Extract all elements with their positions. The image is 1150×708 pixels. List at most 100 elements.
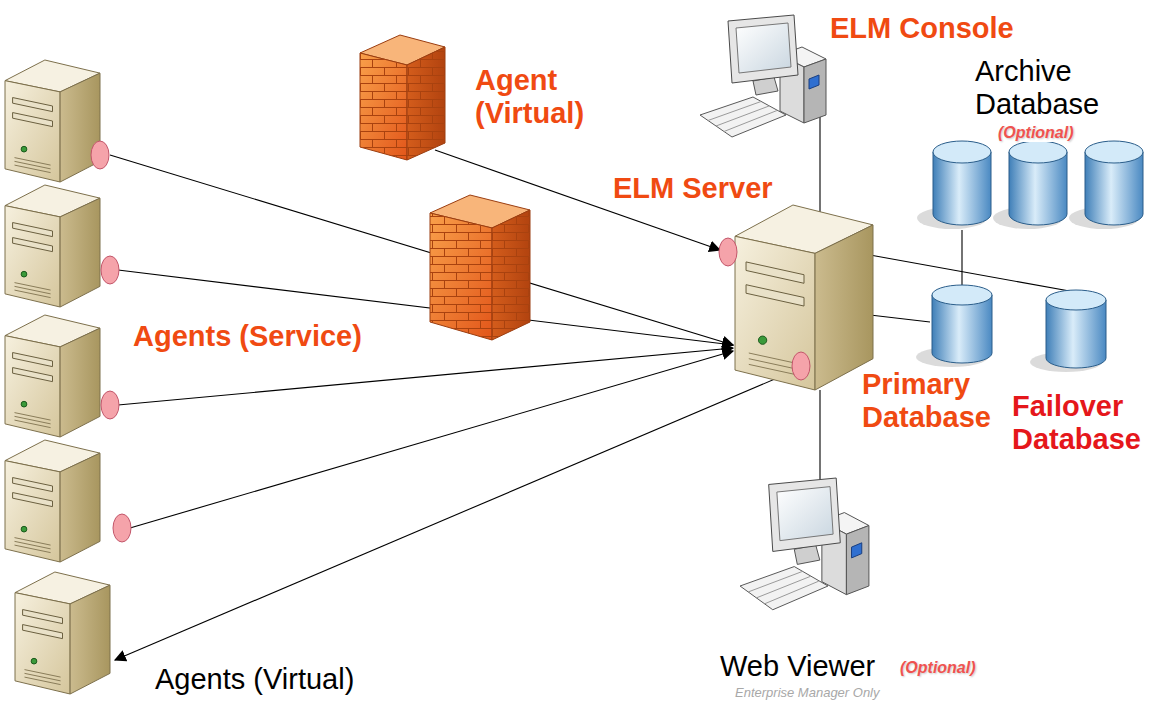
node-outline: [5, 185, 120, 310]
node-label: ELM Server: [613, 172, 773, 205]
drive-light: [809, 75, 819, 89]
node-outline: [5, 315, 120, 440]
vent-line: [25, 670, 61, 678]
agent-marker: [91, 141, 109, 169]
computer-icon: Web Viewer(Optional)Enterprise Manager O…: [738, 478, 873, 613]
key-row: [716, 106, 769, 126]
firewall-bricks: [430, 213, 492, 340]
database-cylinder: [916, 285, 992, 367]
database-group: [917, 141, 1143, 229]
node-label: Failover Database: [1012, 390, 1150, 457]
power-light: [21, 526, 27, 532]
power-light: [758, 336, 766, 344]
drive-bay: [746, 262, 804, 283]
node-label: Archive Database: [975, 55, 1115, 122]
server-icon: [719, 205, 873, 390]
server-side: [60, 453, 100, 562]
key-row: [756, 576, 810, 598]
node-label: Agents (Virtual): [155, 663, 354, 696]
drive-bay: [13, 113, 53, 127]
monitor-screen: [777, 487, 833, 541]
node-outline: [1040, 288, 1112, 373]
server-icon: [5, 60, 109, 182]
power-light: [21, 146, 27, 152]
node-outline: [928, 283, 996, 368]
database-cylinder: [1030, 290, 1106, 372]
firewall-icon: [360, 35, 445, 160]
node-label: Agent (Virtual): [475, 64, 605, 131]
drive-bay: [23, 625, 63, 639]
server-icon: [5, 440, 131, 562]
node-label: Agents (Service): [133, 320, 362, 353]
computer-icon: [740, 478, 869, 610]
vent-line: [15, 283, 51, 291]
computer-icon: ELM Console: [698, 15, 830, 140]
server-icon: [5, 440, 130, 565]
vent-line: [15, 545, 51, 553]
keyboard: [740, 567, 828, 610]
server-side: [60, 198, 100, 307]
firewall-bricks: [360, 53, 407, 160]
drive-bay: [13, 238, 53, 252]
connector-line: [870, 315, 930, 322]
server-icon: [5, 60, 120, 185]
vent-line: [15, 290, 51, 298]
vent-line: [15, 158, 51, 166]
drive-bay: [746, 285, 804, 306]
firewall-front: [360, 53, 407, 160]
server-front: [5, 461, 60, 562]
drive-bay: [13, 368, 53, 382]
cylinder-top: [1046, 290, 1106, 310]
connector-line: [819, 110, 820, 212]
node-label: ELM Console: [830, 12, 1014, 45]
server-side: [815, 225, 873, 390]
node-outline: [908, 140, 1145, 232]
key-row: [724, 111, 777, 132]
drive-bay: [13, 98, 53, 112]
vent-line: [15, 420, 51, 428]
vent-line: [15, 541, 51, 549]
drive-bay: [23, 610, 63, 624]
drive-bay: [13, 493, 53, 507]
footnote-label: Enterprise Manager Only: [735, 686, 880, 701]
node-outline: [738, 478, 873, 613]
agent-marker: [101, 256, 119, 284]
node-label: Web Viewer: [720, 650, 875, 683]
node-label: Primary Database: [862, 368, 1007, 435]
agent-marker: [101, 391, 119, 419]
server-front: [5, 81, 60, 182]
firewall-side: [407, 47, 445, 160]
node-outline: [360, 35, 445, 160]
cylinder-top: [932, 285, 992, 305]
server-icon: [5, 185, 119, 307]
computer-icon: [700, 15, 826, 137]
server-front: [5, 336, 60, 437]
optional-note: (Optional): [900, 659, 976, 677]
server-icon: [5, 185, 120, 310]
vent-line: [25, 677, 61, 685]
power-light: [31, 658, 37, 664]
vent-line: [15, 538, 51, 546]
connector-line: [115, 370, 796, 660]
server-icon: ELM Server: [728, 205, 873, 390]
optional-note: (Optional): [998, 124, 1074, 142]
server-side: [70, 585, 110, 694]
cylinder-top: [1085, 141, 1143, 163]
keyboard: [700, 97, 786, 137]
agent-marker: [113, 514, 131, 542]
monitor-bezel: [728, 15, 798, 83]
server-side: [60, 328, 100, 437]
drive-light: [852, 543, 862, 558]
server-icon: Agents (Service): [5, 315, 120, 440]
vent-line: [15, 161, 51, 169]
connector-line: [130, 351, 733, 528]
connector-line: [118, 348, 733, 405]
tower-side: [846, 526, 869, 595]
server-front: [15, 593, 70, 694]
drive-bay: [13, 223, 53, 237]
database-group: Archive Database(Optional): [908, 140, 1145, 232]
power-light: [21, 401, 27, 407]
firewall-side: [492, 210, 530, 340]
server-icon: [15, 572, 110, 694]
